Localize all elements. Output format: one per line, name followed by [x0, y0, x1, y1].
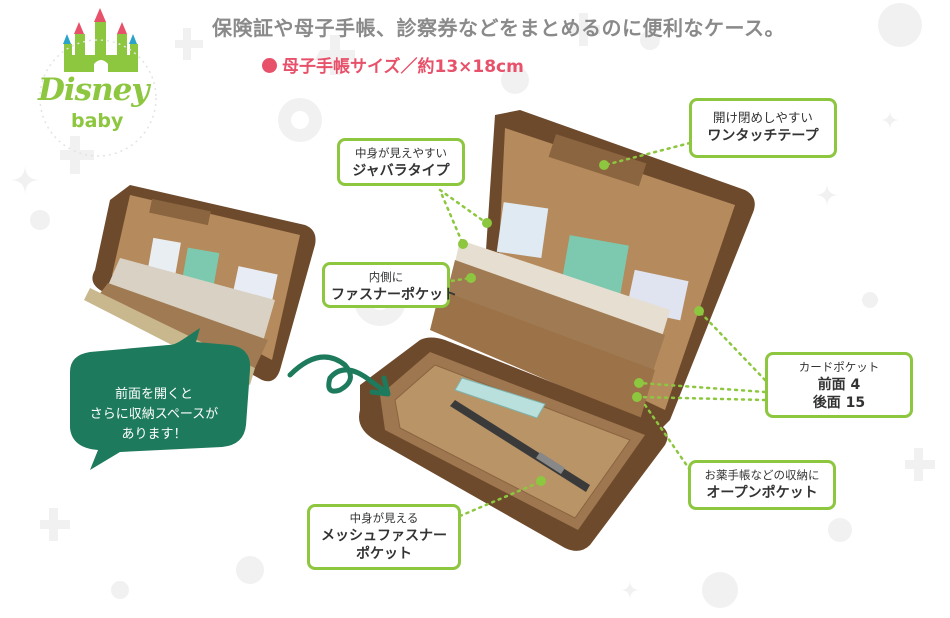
- speech-line-3: あります！: [121, 427, 187, 443]
- bullet-dot-icon: [262, 58, 277, 73]
- leader-lines: [438, 141, 767, 518]
- callout-tape-line-2: ワンタッチテープ: [707, 127, 819, 144]
- callout-zipper-inner: 内側に ファスナーポケット: [322, 262, 457, 308]
- disney-logo-text: Disney: [38, 72, 149, 108]
- callout-card-line-3: 後面 15: [812, 395, 866, 412]
- callout-mesh-line-1: 中身が見える: [349, 511, 419, 525]
- callout-card-line-2: 前面 4: [817, 376, 861, 393]
- callout-open-pocket-line-2: オープンポケット: [706, 484, 818, 501]
- speech-bubble-text: 前面を開くと さらに収納スペースが あります！: [64, 385, 244, 445]
- speech-line-1: 前面を開くと: [114, 387, 193, 402]
- callout-zipper-inner-line-2: ファスナーポケット: [331, 286, 457, 303]
- pen-image: [450, 400, 590, 492]
- callout-open-pocket: お薬手帳などの収納に オープンポケット: [688, 460, 836, 510]
- headline: 保険証や母子手帳、診察券などをまとめるのに便利なケース。: [212, 16, 785, 40]
- callout-jabara-line-2: ジャバラタイプ: [352, 162, 450, 179]
- size-note: 母子手帳サイズ／約13×18cm: [262, 52, 524, 77]
- size-note-text: 母子手帳サイズ／約13×18cm: [282, 57, 524, 77]
- curved-arrow-icon: [287, 354, 391, 397]
- speech-bubble: [70, 328, 251, 470]
- callout-tape: 開け閉めしやすい ワンタッチテープ: [689, 98, 837, 158]
- callout-zipper-inner-line-1: 内側に: [368, 270, 404, 284]
- callout-mesh-line-2: メッシュファスナー: [321, 527, 447, 544]
- callout-card: カードポケット 前面 4 後面 15: [765, 352, 913, 418]
- eraser-image: [454, 377, 546, 419]
- callout-jabara: 中身が見えやすい ジャバラタイプ: [337, 138, 465, 186]
- baby-logo-text: baby: [71, 110, 124, 132]
- callout-mesh: 中身が見える メッシュファスナー ポケット: [307, 504, 461, 570]
- leader-dots: [458, 160, 704, 486]
- callout-jabara-line-1: 中身が見えやすい: [355, 146, 447, 160]
- callout-tape-line-1: 開け閉めしやすい: [713, 110, 813, 125]
- callout-mesh-line-3: ポケット: [356, 546, 412, 563]
- large-case-image: [359, 110, 755, 551]
- callout-open-pocket-line-1: お薬手帳などの収納に: [704, 468, 820, 482]
- castle-icon: [63, 8, 138, 72]
- callout-card-line-1: カードポケット: [798, 360, 880, 374]
- speech-line-2: さらに収納スペースが: [89, 407, 219, 423]
